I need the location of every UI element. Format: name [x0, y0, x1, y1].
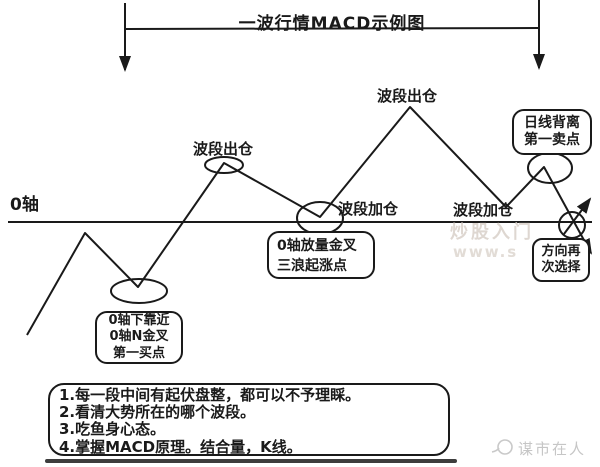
bracket-horizontal-line	[124, 27, 540, 30]
price-wave-line	[26, 106, 592, 336]
watermark-site-line1: 炒股入门	[450, 222, 534, 243]
watermark-site-line2: www.s	[453, 243, 519, 261]
wave-add-label-1: 波段加仓	[338, 200, 399, 218]
notes-box: 1.每一段中间有起伏盘整，都可以不予理睬。 2.看清大势所在的哪个波段。 3.吃…	[48, 383, 450, 456]
direction-highlight-circle	[558, 211, 586, 239]
top-bracket	[119, 0, 545, 72]
note-line-2: 2.看清大势所在的哪个波段。	[59, 403, 256, 422]
callout-direction: 方向再 次选择	[532, 238, 590, 282]
callout-first-buy: 0轴下靠近 0轴N金叉 第一买点	[95, 311, 183, 364]
wave-exit-label-1: 波段出仓	[193, 140, 254, 158]
brand-watermark: 谋市在人	[518, 440, 587, 458]
wave-exit-label-2: 波段出仓	[377, 87, 438, 105]
direction-up-arrow-icon	[563, 197, 592, 235]
callout-golden-cross: 0轴放量金叉 三浪起涨点	[267, 231, 375, 279]
wave-add-label-2: 波段加仓	[453, 201, 514, 219]
note-line-4: 4.掌握MACD原理。结合量，K线。	[59, 437, 302, 456]
exit-1-highlight-ellipse	[204, 156, 244, 174]
brand-logo-icon	[491, 439, 513, 455]
first-buy-highlight-ellipse	[110, 278, 168, 304]
notes-underline	[45, 459, 457, 463]
note-line-3: 3.吃鱼身心态。	[59, 420, 166, 439]
note-line-1: 1.每一段中间有起伏盘整，都可以不予理睬。	[59, 386, 361, 404]
callout-first-sell: 日线背离 第一卖点	[512, 109, 592, 155]
zero-axis-label: 0轴	[10, 195, 39, 215]
golden-cross-highlight-ellipse	[296, 201, 344, 235]
page-title: 一波行情MACD示例图	[238, 14, 426, 34]
